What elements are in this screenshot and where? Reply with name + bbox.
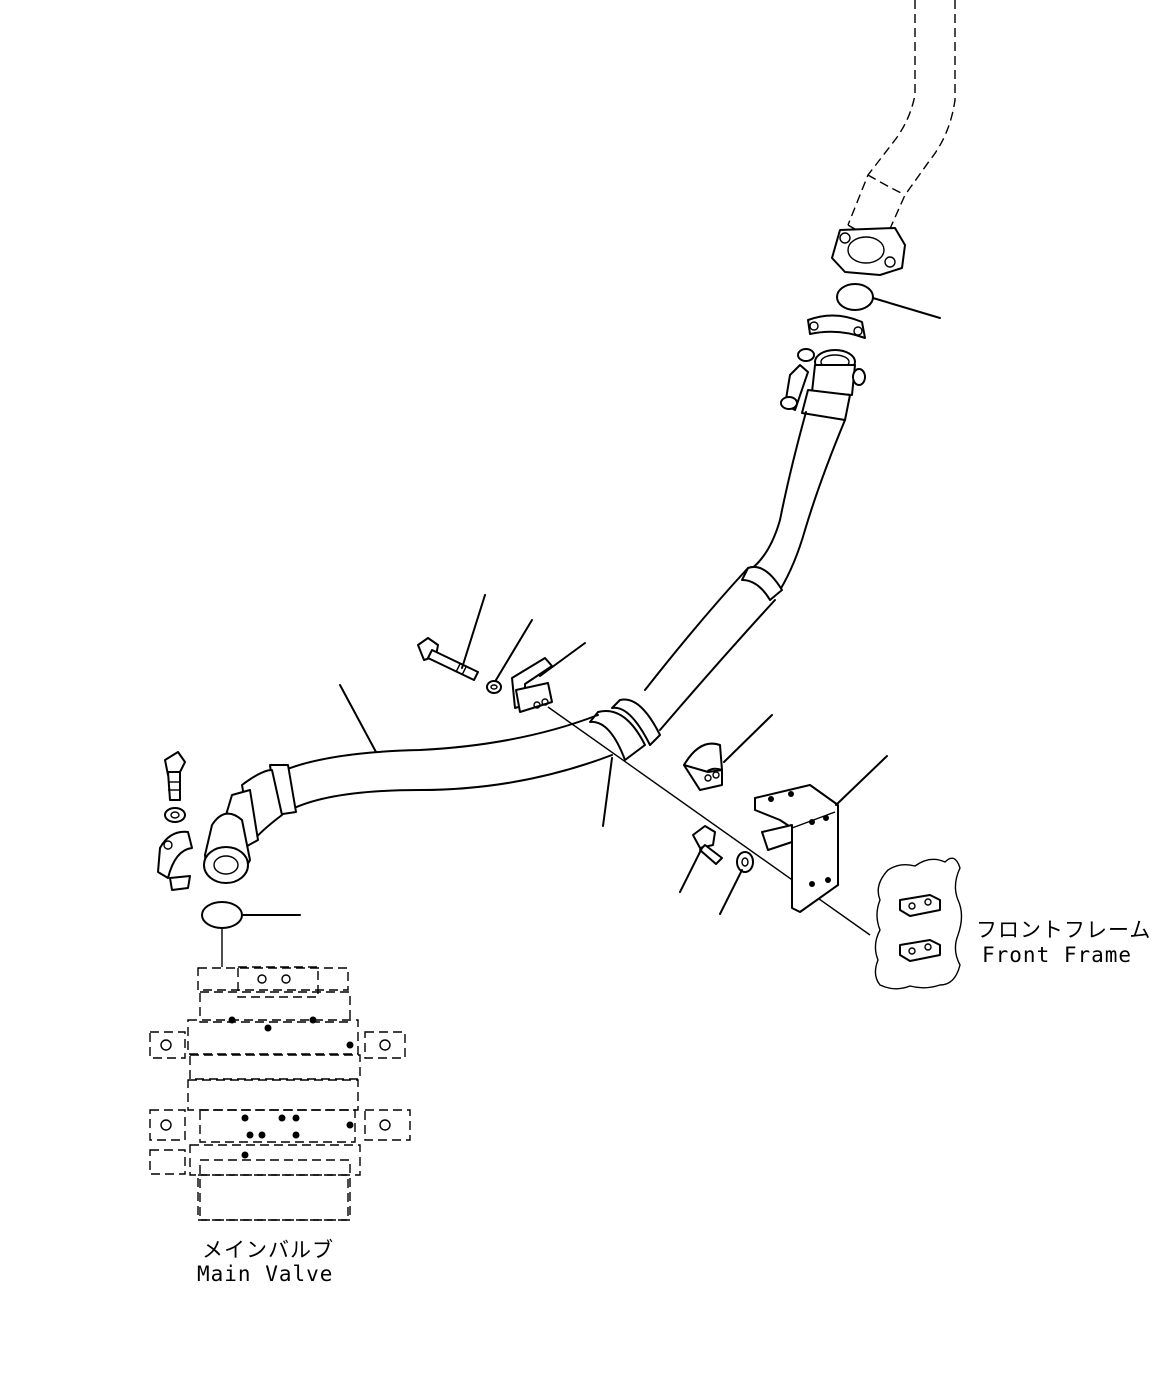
hose-upper-fitting bbox=[801, 349, 866, 421]
upper-o-ring bbox=[836, 283, 941, 319]
lower-split-clamp bbox=[157, 830, 193, 891]
upper-flange bbox=[831, 227, 906, 276]
mounting-bracket bbox=[754, 755, 888, 913]
hose-lower-fitting bbox=[203, 789, 259, 884]
lower-bolt bbox=[164, 751, 186, 801]
lower-washer bbox=[164, 807, 186, 823]
front-frame-label-en: Front Frame bbox=[982, 943, 1133, 967]
main-valve-label-en: Main Valve bbox=[197, 1262, 334, 1286]
small-washer bbox=[486, 619, 533, 694]
upper-tube bbox=[847, 0, 956, 241]
bracket-washer bbox=[719, 851, 754, 915]
bracket-bolt bbox=[679, 825, 723, 893]
upper-bolt bbox=[780, 348, 815, 411]
clamp-half bbox=[683, 714, 773, 791]
hose-clamp-block bbox=[511, 642, 871, 936]
front-frame-label-jp: フロントフレーム bbox=[976, 918, 1152, 942]
main-valve-outline bbox=[149, 966, 411, 1221]
front-frame-outline bbox=[874, 857, 963, 990]
long-bolt bbox=[417, 594, 486, 681]
main-hose bbox=[241, 411, 846, 843]
lower-o-ring bbox=[201, 901, 301, 967]
main-valve-label-jp: メインバルブ bbox=[202, 1238, 334, 1262]
upper-split-clamp bbox=[807, 314, 866, 339]
